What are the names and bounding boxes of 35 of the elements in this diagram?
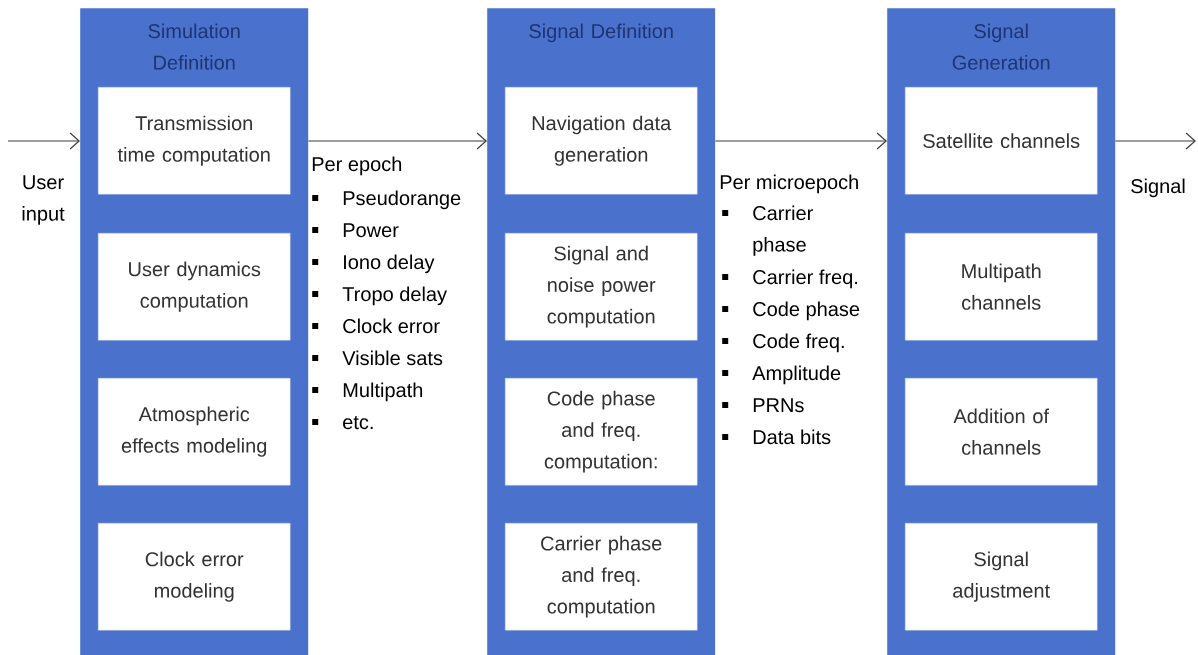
arrow — [7, 132, 80, 150]
bullet-item: Power — [312, 223, 399, 238]
edge-label: User input — [22, 175, 65, 225]
process-box: Addition of channels — [905, 378, 1098, 486]
bullet-item: Carrier phase — [722, 205, 813, 256]
arrow — [714, 132, 887, 150]
bullet-item: Data bits — [722, 429, 831, 445]
edge-label: Per microepoch — [720, 174, 858, 194]
bullet-item: Code phase — [722, 301, 860, 321]
process-box: Signal and noise power computation — [505, 233, 698, 341]
bullet-item: Iono delay — [312, 254, 435, 274]
bullet-item: Clock error — [312, 318, 440, 334]
process-box: Clock error modeling — [98, 523, 291, 631]
process-box: Code phase and freq. computation: — [505, 378, 698, 486]
process-box: User dynamics computation — [98, 233, 291, 341]
bullet-item: etc. — [312, 416, 373, 430]
process-box: Carrier phase and freq. computation — [505, 523, 698, 631]
edge-label: Signal — [1131, 178, 1185, 198]
bullet-item: Pseudorange — [312, 190, 461, 210]
arrow — [307, 132, 487, 150]
process-box: Signal adjustment — [905, 523, 1098, 631]
bullet-item: Carrier freq. — [722, 269, 858, 289]
arrow — [1114, 132, 1196, 150]
process-box: Navigation data generation — [505, 87, 698, 195]
process-box: Multipath channels — [905, 233, 1098, 341]
bullet-item: Amplitude — [722, 365, 841, 385]
bullet-item: Visible sats — [312, 350, 443, 366]
bullet-item: Code freq. — [722, 333, 844, 353]
bullet-item: Multipath — [312, 382, 423, 402]
edge-label: Per epoch — [312, 156, 402, 176]
process-box: Transmission time computation — [98, 87, 291, 195]
process-box: Satellite channels — [905, 87, 1098, 195]
process-box: Atmospheric effects modeling — [98, 378, 291, 486]
bullet-item: Tropo delay — [312, 286, 447, 306]
bullet-item: PRNs — [722, 398, 804, 413]
